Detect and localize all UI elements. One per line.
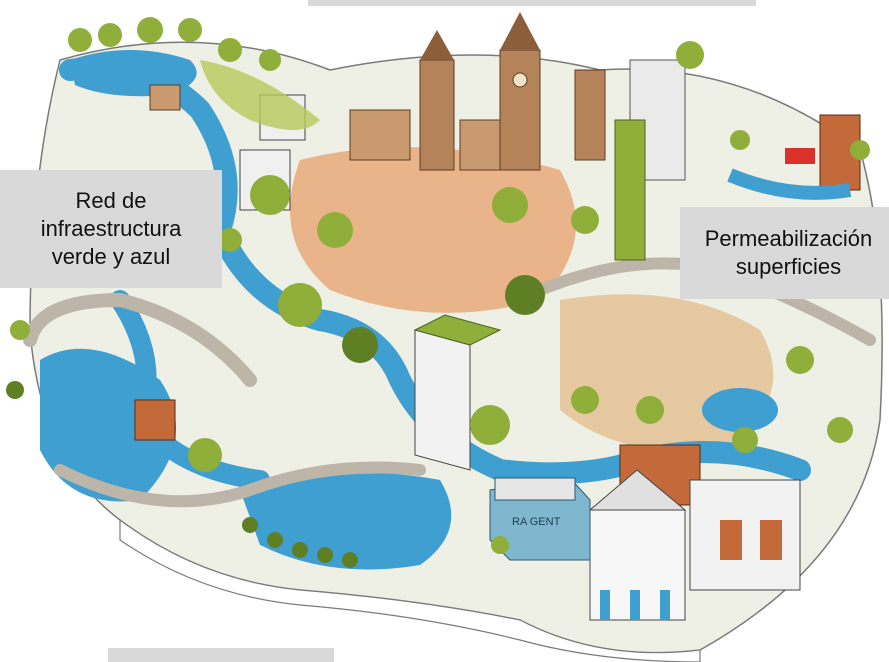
lake-left [40,348,176,502]
green-field [200,60,320,130]
label-surface-permeabilization-text: Permeabilización superficies [704,226,873,279]
label-top [308,0,756,6]
road-bottom [54,461,426,508]
historic-center [349,12,686,261]
trees [6,17,870,568]
label-green-blue-infrastructure: Red de infraestructura verde y azul [0,170,222,288]
city-base-edge [119,518,701,662]
lake-bottom [240,472,452,570]
label-bottom [108,648,334,662]
pond-right [702,388,778,432]
market-hall: RA GENT [489,477,591,561]
harbor-area [727,114,861,200]
residential-block [588,444,801,621]
market-sign: RA GENT [512,516,561,528]
road-ring [23,292,257,387]
label-surface-permeabilization: Permeabilización superficies [680,207,889,299]
